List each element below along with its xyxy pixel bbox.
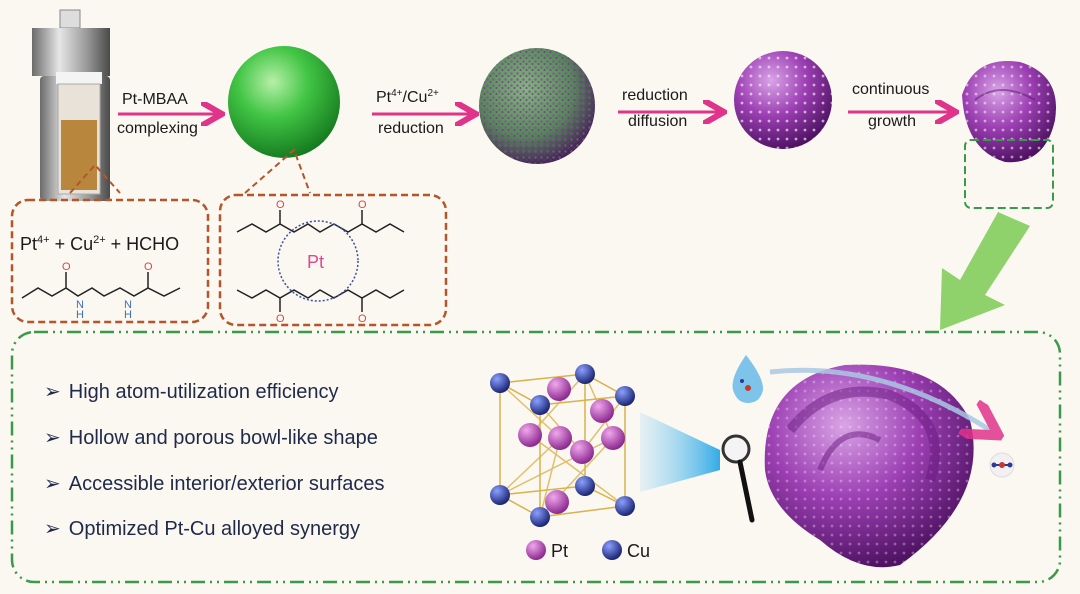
svg-text:N: N xyxy=(76,299,84,311)
svg-text:O: O xyxy=(62,261,71,273)
step1-top-label: Pt-MBAA xyxy=(122,91,188,108)
svg-text:H: H xyxy=(76,309,84,321)
zoom-arrow xyxy=(940,212,1030,330)
water-drop-icon xyxy=(732,355,764,403)
pt-center-label: Pt xyxy=(307,252,324,272)
complex-box xyxy=(218,193,448,327)
reaction-arrow xyxy=(769,367,990,430)
product-molecule-icon xyxy=(989,452,1015,478)
feature-item: ➢High atom-utilization efficiency xyxy=(44,381,339,403)
svg-text:O: O xyxy=(144,261,153,273)
legend-pt-label: Pt xyxy=(551,541,568,561)
ptcu-nanobowl xyxy=(764,364,974,568)
legend-cu-marker xyxy=(602,540,622,560)
step2-bottom-label: reduction xyxy=(378,120,444,137)
green-sphere xyxy=(228,46,340,158)
feature-item: ➢Optimized Pt-Cu alloyed synergy xyxy=(44,518,360,540)
porous-bowl xyxy=(962,60,1056,163)
feature-item: ➢Accessible interior/exterior surfaces xyxy=(44,473,384,495)
step4-top-label: continuous xyxy=(852,81,929,98)
precursor-formula: Pt4+ + Cu2+ + HCHO xyxy=(20,234,179,254)
light-beam xyxy=(640,412,720,492)
svg-text:H: H xyxy=(124,309,132,321)
step3-top-label: reduction xyxy=(622,87,688,104)
svg-text:O: O xyxy=(276,313,285,325)
legend-cu-label: Cu xyxy=(627,541,650,561)
step1-bottom-label: complexing xyxy=(117,120,198,137)
mbaa-molecule: O O NH NH xyxy=(21,261,181,321)
speckled-sphere xyxy=(479,48,595,164)
step4-bottom-label: growth xyxy=(868,113,916,130)
magnifier-icon xyxy=(721,434,755,523)
svg-text:O: O xyxy=(276,199,285,211)
legend-pt-marker xyxy=(526,540,546,560)
autoclave-icon xyxy=(32,9,110,201)
step2-top-label: Pt4+/Cu2+ xyxy=(376,88,439,106)
precursor-box xyxy=(10,198,210,324)
svg-text:N: N xyxy=(124,299,132,311)
feature-list: ➢High atom-utilization efficiency ➢Hollo… xyxy=(44,381,384,540)
pt-mbaa-complex: O O O O Pt xyxy=(236,199,405,325)
step3-bottom-label: diffusion xyxy=(628,113,687,130)
zoom-region-box xyxy=(964,139,1054,209)
svg-text:O: O xyxy=(358,313,367,325)
feature-item: ➢Hollow and porous bowl-like shape xyxy=(44,427,378,449)
legend: Pt Cu xyxy=(526,540,650,561)
ptcu-crystal-lattice xyxy=(490,364,635,527)
properties-panel xyxy=(10,330,1062,584)
porous-purple-sphere xyxy=(734,51,832,149)
svg-text:O: O xyxy=(358,199,367,211)
